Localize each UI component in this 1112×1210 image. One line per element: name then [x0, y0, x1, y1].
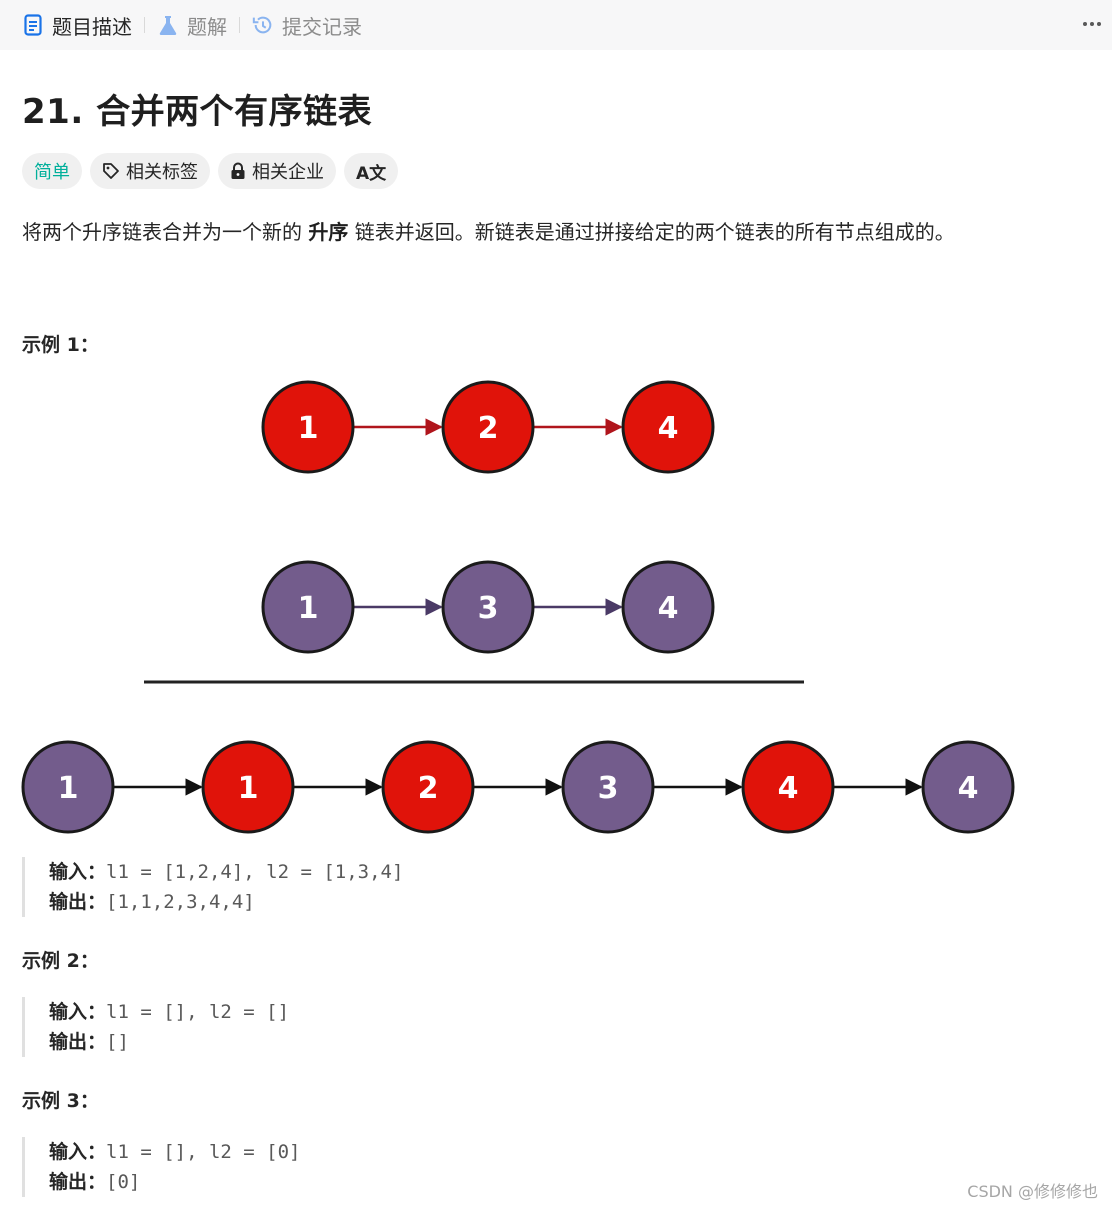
list1-node [621, 380, 715, 474]
tab-label: 提交记录 [282, 14, 362, 39]
list1-node [441, 380, 535, 474]
list2-node-value: 1 [298, 591, 319, 626]
merged-node-value: 3 [598, 771, 619, 806]
description-emphasis: 升序 [308, 220, 349, 244]
example-3-output: [0] [106, 1171, 141, 1193]
list1-node [261, 380, 355, 474]
related-companies-label: 相关企业 [252, 162, 324, 183]
merged-node-value: 4 [778, 771, 799, 806]
problem-title: 21. 合并两个有序链表 [22, 92, 373, 132]
list1-node-value: 4 [658, 411, 679, 446]
difficulty-label: 简单 [34, 162, 70, 183]
tag-row: 简单 相关标签 相关企业 A文 [22, 153, 399, 189]
example-2-input-line: 输入：l1 = [], l2 = [] [49, 997, 289, 1027]
merge-lists-diagram: 1 2 4 1 3 4 1 1 2 3 4 4 [21, 380, 1015, 834]
list2-node [441, 560, 535, 654]
example-1-input-line: 输入：l1 = [1,2,4], l2 = [1,3,4] [49, 857, 403, 887]
merged-node-value: 4 [958, 771, 979, 806]
tab-description[interactable]: 题目描述 [22, 0, 132, 50]
tab-divider [144, 17, 145, 33]
merged-row: 1 1 2 3 4 4 [21, 740, 1015, 834]
merged-node [21, 740, 115, 834]
merged-node-value: 1 [58, 771, 79, 806]
translate-icon: A文 [356, 163, 387, 184]
tab-label: 题解 [187, 14, 227, 39]
input-label: 输入： [49, 861, 107, 883]
merged-node-value: 1 [238, 771, 259, 806]
list1-node-value: 1 [298, 411, 319, 446]
example-2-block: 输入：l1 = [], l2 = [] 输出：[] [22, 997, 289, 1057]
history-icon [252, 14, 274, 36]
merged-node [201, 740, 295, 834]
list2-node [261, 560, 355, 654]
list1-node-value: 2 [478, 411, 499, 446]
output-label: 输出： [49, 891, 107, 913]
list2-node-value: 3 [478, 591, 499, 626]
example-3-input-line: 输入：l1 = [], l2 = [0] [49, 1137, 300, 1167]
output-label: 输出： [49, 1031, 107, 1053]
tab-divider [239, 17, 240, 33]
problem-description: 将两个升序链表合并为一个新的 升序 链表并返回。新链表是通过拼接给定的两个链表的… [22, 216, 955, 245]
more-options-icon[interactable] [1080, 12, 1104, 36]
translate-button[interactable]: A文 [344, 153, 399, 189]
example-1-output: [1,1,2,3,4,4] [106, 891, 255, 913]
input-label: 输入： [49, 1141, 107, 1163]
example-1-block: 输入：l1 = [1,2,4], l2 = [1,3,4] 输出：[1,1,2,… [22, 857, 403, 917]
output-label: 输出： [49, 1171, 107, 1193]
example-3-title: 示例 3： [22, 1090, 99, 1112]
related-companies-button[interactable]: 相关企业 [218, 153, 336, 189]
merged-node [741, 740, 835, 834]
description-text: 将两个升序链表合并为一个新的 [22, 220, 309, 244]
example-3-output-line: 输出：[0] [49, 1167, 300, 1197]
tag-icon [102, 162, 120, 180]
tab-bar: 题目描述 题解 提交记录 [0, 0, 1112, 50]
flask-icon [157, 14, 179, 36]
example-2-output: [] [106, 1031, 129, 1053]
list2-node [621, 560, 715, 654]
example-2-output-line: 输出：[] [49, 1027, 289, 1057]
merged-node [561, 740, 655, 834]
related-tags-label: 相关标签 [126, 162, 198, 183]
list1-row: 1 2 4 [261, 380, 715, 474]
document-icon [22, 14, 44, 36]
tab-label: 题目描述 [52, 14, 132, 39]
example-1-output-line: 输出：[1,1,2,3,4,4] [49, 887, 403, 917]
list2-row: 1 3 4 [261, 560, 715, 654]
related-tags-button[interactable]: 相关标签 [90, 153, 210, 189]
example-2-input: l1 = [], l2 = [] [106, 1001, 290, 1023]
watermark: CSDN @修修修也 [967, 1182, 1098, 1201]
merged-node [921, 740, 1015, 834]
merged-node-value: 2 [418, 771, 439, 806]
tab-solutions[interactable]: 题解 [157, 0, 227, 50]
lock-icon [230, 162, 246, 180]
input-label: 输入： [49, 1001, 107, 1023]
example-3-input: l1 = [], l2 = [0] [106, 1141, 301, 1163]
example-2-title: 示例 2： [22, 950, 99, 972]
example-1-title: 示例 1： [22, 334, 99, 356]
list2-node-value: 4 [658, 591, 679, 626]
description-text: 链表并返回。新链表是通过拼接给定的两个链表的所有节点组成的。 [348, 220, 955, 244]
difficulty-badge: 简单 [22, 153, 82, 189]
example-3-block: 输入：l1 = [], l2 = [0] 输出：[0] [22, 1137, 300, 1197]
merged-node [381, 740, 475, 834]
example-1-input: l1 = [1,2,4], l2 = [1,3,4] [106, 861, 404, 883]
tab-submissions[interactable]: 提交记录 [252, 0, 362, 50]
